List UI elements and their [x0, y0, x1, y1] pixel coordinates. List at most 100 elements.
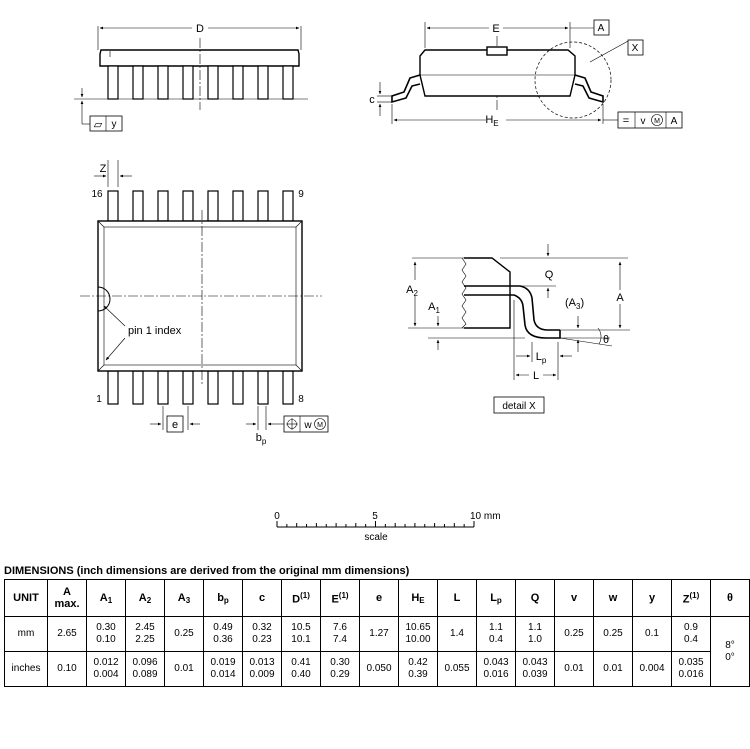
pin-bottom-row — [257, 370, 269, 405]
dimension-value: 0.01 — [164, 651, 204, 687]
pin-top-row — [282, 190, 294, 222]
dimension-value: 1.4 — [437, 616, 477, 652]
dimension-header: UNIT — [4, 579, 48, 617]
pin-top-row — [257, 190, 269, 222]
pin-1-index-label: pin 1 index — [128, 325, 182, 337]
top-view: D ▱ y — [74, 22, 308, 132]
pin-bottom-row — [232, 370, 244, 405]
scale-bar: 0 5 10 mm scale — [274, 511, 500, 543]
flatness-symbol: ▱ — [94, 119, 103, 131]
dim-a3-label: (A3) — [565, 297, 584, 311]
dimension-header: A1 — [86, 579, 126, 617]
pin-bottom-row — [107, 370, 119, 405]
tol-v-label: v — [641, 116, 646, 127]
top-view-pin — [132, 65, 144, 100]
pin-bottom-row — [132, 370, 144, 405]
dimension-header: Lp — [476, 579, 516, 617]
dimension-value: 0.01 — [593, 651, 633, 687]
pin-9-label: 9 — [298, 189, 304, 200]
pin-1-label: 1 — [96, 394, 102, 405]
dim-l-label: L — [533, 370, 539, 382]
pin-bottom-row — [282, 370, 294, 405]
theta-label: θ — [603, 334, 609, 346]
dimension-header: bp — [203, 579, 243, 617]
dimension-value: 0.25 — [593, 616, 633, 652]
dimension-value: 0.004 — [632, 651, 672, 687]
dim-a-label: A — [616, 292, 624, 304]
dimension-header: Z(1) — [671, 579, 711, 617]
package-outline-drawing: D ▱ y E A X c — [74, 19, 683, 543]
dim-a1-label: A1 — [428, 301, 440, 315]
dimension-value: 1.27 — [359, 616, 399, 652]
scale-label: scale — [364, 532, 388, 543]
dimensions-title: DIMENSIONS (inch dimensions are derived … — [4, 565, 410, 577]
scale-5-label: 5 — [372, 511, 378, 522]
dim-lp-label: Lp — [536, 351, 547, 365]
detail-x-view: A2 A1 Q A (A3) θ Lp L detail X — [406, 244, 630, 414]
dimension-header: E(1) — [320, 579, 360, 617]
unit-cell: mm — [4, 616, 48, 652]
scale-10-label: 10 mm — [470, 511, 501, 522]
top-view-pin — [257, 65, 269, 100]
pin-top-row — [232, 190, 244, 222]
theta-value: 8°0° — [710, 616, 750, 687]
top-view-pin — [107, 65, 119, 100]
dim-q-label: Q — [545, 269, 554, 281]
dimension-header: L — [437, 579, 477, 617]
dimension-value: 2.65 — [47, 616, 87, 652]
dimension-value: 0.050 — [359, 651, 399, 687]
pin-top-row — [157, 190, 169, 222]
dimension-value: 0.01 — [554, 651, 594, 687]
datum-y-label: y — [112, 119, 117, 130]
dimension-header: v — [554, 579, 594, 617]
side-view: E A X c HE = v M A — [369, 19, 683, 129]
dimension-value: 0.25 — [164, 616, 204, 652]
dimension-header: A2 — [125, 579, 165, 617]
top-view-pin — [207, 65, 219, 100]
top-view-pin — [282, 65, 294, 100]
dimension-header: A3 — [164, 579, 204, 617]
tol-m-label: M — [654, 118, 660, 125]
pin-bottom-row — [207, 370, 219, 405]
dim-z-label: Z — [100, 163, 107, 175]
dimension-value: 0.1 — [632, 616, 672, 652]
datum-a-label: A — [598, 23, 605, 34]
dimension-header: θ — [710, 579, 750, 617]
dimension-header: e — [359, 579, 399, 617]
dimension-header: D(1) — [281, 579, 321, 617]
detail-x-label: detail X — [502, 401, 536, 412]
dim-he-label: HE — [485, 114, 498, 128]
top-view-pin — [232, 65, 244, 100]
dim-a2-label: A2 — [406, 284, 418, 298]
dimension-header: w — [593, 579, 633, 617]
pin-top-row — [107, 190, 119, 222]
dimension-value: 0.055 — [437, 651, 477, 687]
tol-m2-label: M — [317, 422, 323, 429]
dimension-value: 0.10 — [47, 651, 87, 687]
dim-d-label: D — [196, 23, 204, 35]
scale-0-label: 0 — [274, 511, 280, 522]
pin-top-row — [207, 190, 219, 222]
pin-top-row — [182, 190, 194, 222]
pin-bottom-row — [157, 370, 169, 405]
dimension-header: y — [632, 579, 672, 617]
dim-e-label: E — [492, 23, 499, 35]
dim-bp-label: bp — [256, 432, 267, 446]
